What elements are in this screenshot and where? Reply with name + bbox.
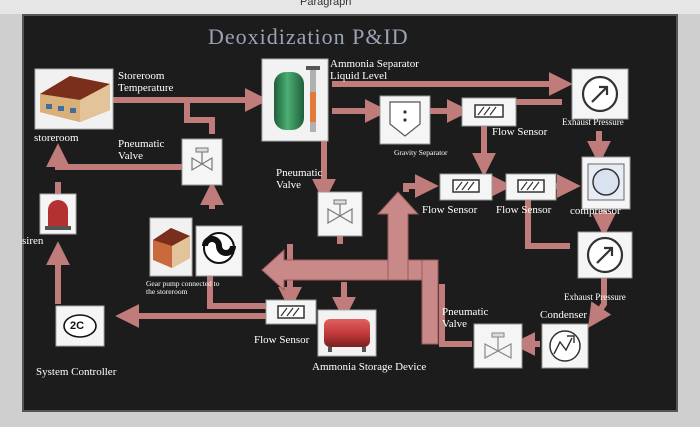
system-controller-label: System Controller (36, 366, 117, 378)
pipe-into-flowsensor-mid (403, 174, 439, 198)
pneumatic-valve-bottom-icon (473, 323, 523, 369)
gear-pump-label: Gear pump connected to the storeroom (146, 279, 220, 296)
flow-sensor-mid-b-label: Flow Sensor (496, 204, 552, 216)
window-top-bar: Paragraph (0, 0, 700, 14)
compressor-icon (581, 156, 631, 210)
gear-pump-storeroom-icon (149, 217, 243, 277)
compressor-label: compressor (570, 205, 621, 217)
siren-icon (39, 193, 77, 235)
flow-sensor-mid-a-label: Flow Sensor (422, 204, 478, 216)
flow-sensor-top-icon (461, 97, 517, 127)
pipe-valve-left-to-storeroom (46, 143, 182, 170)
flow-sensor-mid-a-icon (439, 173, 493, 201)
pipe-flow-mid-down-right (525, 200, 570, 249)
pneumatic-valve-bottom-label: Pneumatic Valve (442, 306, 489, 330)
pipe-gearpump-to-flow (207, 276, 270, 309)
condenser-label: Condenser (540, 309, 588, 321)
pneumatic-valve-left-icon (181, 138, 223, 186)
big-arrow-up (376, 191, 420, 281)
ammonia-storage-label: Ammonia Storage Device (312, 361, 427, 373)
flow-sensor-bottom-label: Flow Sensor (254, 334, 310, 346)
exhaust-pressure-bottom-icon (577, 231, 633, 279)
gravity-separator-icon (379, 95, 431, 145)
diagram-slide: Deoxidization P&ID Storeroom Temperature… (22, 14, 678, 412)
diagram-title: Deoxidization P&ID (208, 24, 409, 49)
flow-sensor-mid-b-icon (505, 173, 557, 201)
top-bar-text: Paragraph (300, 0, 352, 8)
exhaust-pressure-top-label: Exhaust Pressure (562, 117, 624, 127)
controller-symbol-text: 2C (70, 320, 85, 332)
pipe-exhaust-bottom-down (588, 276, 612, 328)
pneumatic-valve-center-icon (317, 191, 363, 237)
pipe-valve-bottom-to-left (439, 284, 472, 347)
exhaust-pressure-top-icon (571, 68, 629, 120)
exhaust-pressure-bottom-label: Exhaust Pressure (564, 292, 626, 302)
condenser-icon (541, 323, 589, 369)
storeroom-temperature-label: Storeroom Temperature (118, 70, 174, 94)
ammonia-storage-tank-icon (317, 309, 377, 357)
pneumatic-valve-left-label: Pneumatic Valve (118, 138, 165, 162)
pid-diagram-svg (34, 58, 633, 369)
ammonia-separator-label: Ammonia Separator Liquid Level (330, 58, 419, 82)
pipe-block-right (421, 259, 439, 345)
gravity-separator-label: Gravity Separator (394, 148, 448, 157)
system-controller-icon (55, 305, 105, 347)
storeroom-label: storeroom (34, 132, 79, 144)
ammonia-separator-tank-icon (261, 58, 329, 142)
siren-label: siren (22, 235, 44, 247)
pipe-storeroom-down-left (184, 100, 215, 134)
pneumatic-valve-center-label: Pneumatic Valve (276, 167, 323, 191)
flow-sensor-top-label: Flow Sensor (492, 126, 548, 138)
flow-sensor-bottom-icon (265, 299, 317, 325)
storeroom-building-icon (34, 68, 114, 130)
